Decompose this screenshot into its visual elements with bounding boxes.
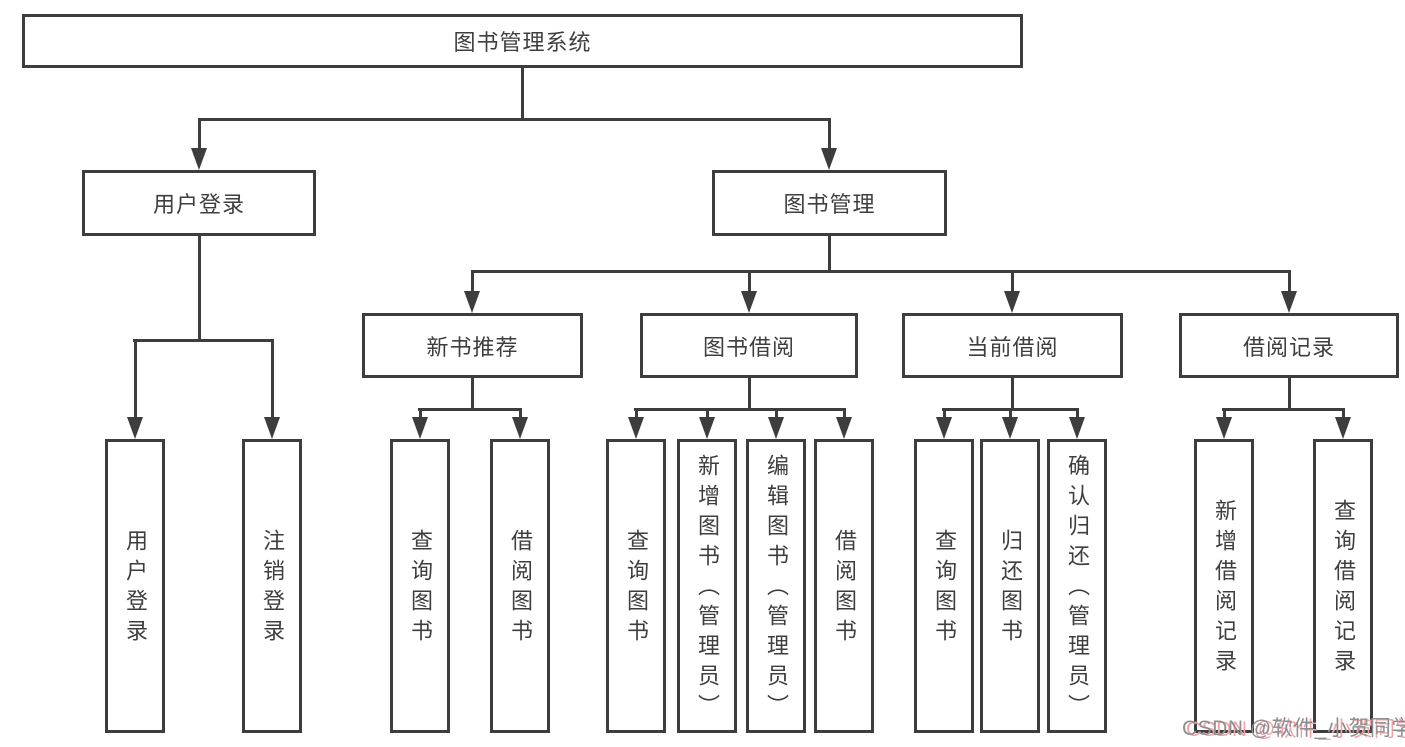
arrowhead-leaf-e1 — [1216, 417, 1232, 439]
arrowhead-leaf-b1 — [412, 417, 428, 439]
leaf-return-books: 归还图书 — [980, 439, 1040, 733]
connector-leaf-b2 — [519, 408, 522, 420]
connector-to-book-management — [828, 120, 831, 150]
node-book-borrowing: 图书借阅 — [640, 313, 858, 378]
leaf-logout: 注销登录 — [242, 439, 302, 733]
node-current-borrowing: 当前借阅 — [902, 313, 1123, 378]
connector-leaf-e1 — [1223, 408, 1226, 420]
connector-to-new-book — [471, 272, 474, 294]
leaf-query-books-recommend: 查询图书 — [390, 439, 450, 733]
leaf-borrow-books-recommend: 借阅图书 — [490, 439, 550, 733]
arrowhead-leaf-c1 — [628, 417, 644, 439]
connector-leaf-c4 — [843, 408, 846, 420]
leaf-edit-books-admin: 编辑图书（管理员） — [746, 439, 806, 733]
connector-book-borrowing-crossbar — [634, 408, 846, 411]
arrowhead-leaf-d3 — [1069, 417, 1085, 439]
connector-to-book-borrowing — [748, 272, 751, 294]
connector-leaf-c2 — [706, 408, 709, 420]
leaf-confirm-return-admin: 确认归还（管理员） — [1047, 439, 1107, 733]
connector-book-management-stem — [828, 236, 831, 272]
node-book-management: 图书管理 — [712, 170, 947, 236]
leaf-add-borrow-record: 新增借阅记录 — [1194, 439, 1254, 733]
connector-leaf-e2 — [1342, 408, 1345, 420]
arrowhead-to-leaf-user-login — [127, 417, 143, 439]
arrowhead-to-new-book — [464, 291, 480, 313]
node-user-login: 用户登录 — [82, 170, 316, 236]
connector-to-leaf-logout — [271, 341, 274, 421]
arrowhead-leaf-c2 — [699, 417, 715, 439]
leaf-user-login: 用户登录 — [105, 439, 165, 733]
connector-borrowing-records-stem — [1288, 378, 1291, 410]
leaf-query-books-borrowing: 查询图书 — [606, 439, 666, 733]
connector-book-management-crossbar — [471, 270, 1291, 273]
node-new-book-recommend: 新书推荐 — [362, 313, 583, 378]
connector-to-borrowing-records — [1288, 272, 1291, 294]
connector-new-book-crossbar — [418, 408, 522, 411]
connector-leaf-d2 — [1009, 408, 1012, 420]
connector-to-current-borrowing — [1011, 272, 1014, 294]
connector-new-book-stem — [471, 378, 474, 410]
arrowhead-to-book-management — [821, 148, 837, 170]
connector-to-leaf-user-login — [134, 341, 137, 421]
connector-borrowing-records-crossbar — [1222, 408, 1345, 411]
leaf-query-books-current: 查询图书 — [914, 439, 974, 733]
arrowhead-to-current-borrowing — [1004, 291, 1020, 313]
connector-current-borrowing-stem — [1011, 378, 1014, 410]
arrowhead-leaf-c4 — [836, 417, 852, 439]
arrowhead-leaf-d1 — [936, 417, 952, 439]
node-root: 图书管理系统 — [22, 14, 1023, 68]
connector-leaf-c1 — [635, 408, 638, 420]
connector-user-login-crossbar — [133, 339, 274, 342]
arrowhead-leaf-b2 — [512, 417, 528, 439]
arrowhead-to-borrowing-records — [1281, 291, 1297, 313]
connector-leaf-b1 — [419, 408, 422, 420]
leaf-query-borrow-record: 查询借阅记录 — [1313, 439, 1373, 733]
leaf-add-books-admin: 新增图书（管理员） — [677, 439, 737, 733]
csdn-watermark: CSDN @软件_小贺同学 — [1182, 717, 1405, 740]
connector-user-login-stem — [198, 236, 201, 341]
leaf-borrow-books: 借阅图书 — [814, 439, 874, 733]
arrowhead-to-user-login — [191, 148, 207, 170]
connector-book-borrowing-stem — [748, 378, 751, 410]
arrowhead-to-book-borrowing — [741, 291, 757, 313]
connector-root-stem — [521, 68, 524, 121]
arrowhead-to-leaf-logout — [264, 417, 280, 439]
connector-to-user-login — [198, 120, 201, 150]
connector-leaf-c3 — [775, 408, 778, 420]
arrowhead-leaf-c3 — [768, 417, 784, 439]
arrowhead-leaf-d2 — [1002, 417, 1018, 439]
connector-leaf-d3 — [1076, 408, 1079, 420]
node-borrowing-records: 借阅记录 — [1179, 313, 1399, 378]
arrowhead-leaf-e2 — [1335, 417, 1351, 439]
connector-root-crossbar — [198, 118, 831, 121]
connector-leaf-d1 — [943, 408, 946, 420]
